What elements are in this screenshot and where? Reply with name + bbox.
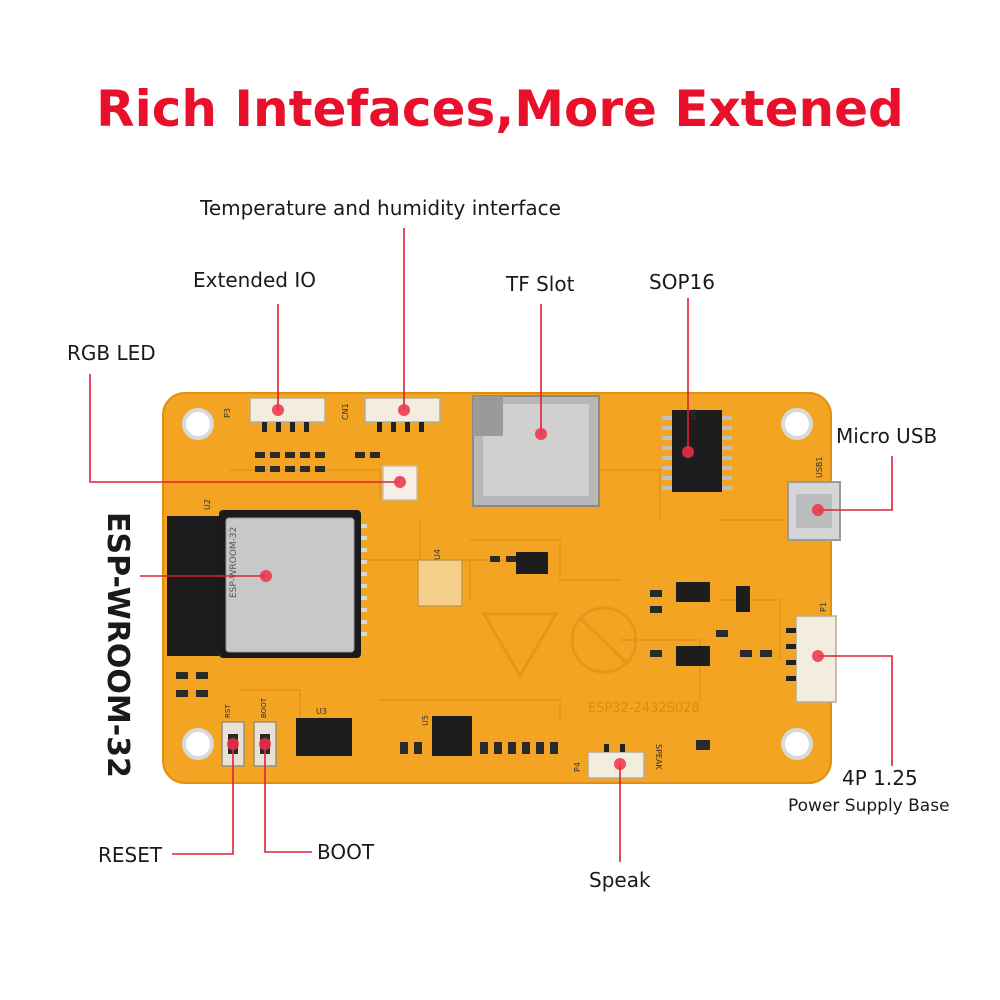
board-version-silkscreen: ESP32-2432S028 (588, 701, 700, 716)
rst-silkscreen: RST (224, 704, 232, 718)
mounting-holes (182, 408, 813, 760)
usb1-silkscreen: USB1 (815, 456, 824, 478)
certification-marks (481, 606, 638, 679)
u5-chip (432, 716, 472, 756)
u5-silkscreen: U5 (421, 715, 430, 726)
module-model-silkscreen: ESP-WROOM-32 (229, 527, 239, 598)
u3-silkscreen: U3 (316, 707, 327, 716)
pcb-board: ESP32-2432S028 P3 CN1 U2 U3 U4 U5 U6 USB… (162, 392, 841, 784)
label-boot: BOOT (317, 840, 375, 864)
label-esp-module: ESP-WROOM-32 (100, 512, 135, 778)
u2-silkscreen: U2 (203, 499, 212, 510)
headline-title: Rich Intefaces,More Extened (96, 80, 904, 138)
label-tf-slot: TF Slot (506, 272, 575, 296)
u4-silkscreen: U4 (433, 549, 442, 560)
label-power-supply-subtitle: Power Supply Base (788, 796, 950, 816)
boot-silkscreen: BOOT (260, 697, 268, 718)
u6-silkscreen: U6 (689, 409, 698, 420)
p1-silkscreen: P1 (819, 602, 828, 612)
label-temperature-humidity: Temperature and humidity interface (200, 196, 561, 220)
callout-dots (227, 404, 824, 770)
speak-silkscreen: SPEAK (654, 744, 663, 770)
p4-silkscreen: P4 (573, 762, 582, 772)
callout-lines (89, 228, 893, 862)
micro-usb-port (787, 481, 841, 541)
label-speak: Speak (589, 868, 651, 892)
u4-chip (417, 559, 463, 607)
label-sop16: SOP16 (649, 270, 715, 294)
label-extended-io: Extended IO (193, 268, 316, 292)
label-reset: RESET (98, 843, 163, 867)
label-power-supply-title: 4P 1.25 (842, 766, 918, 790)
sop16-chip (662, 410, 732, 492)
label-rgb-led: RGB LED (67, 341, 156, 365)
p3-silkscreen: P3 (223, 408, 232, 418)
esp-wroom-32-module (219, 510, 367, 658)
display-connector (167, 516, 219, 656)
u3-chip (296, 718, 352, 756)
label-micro-usb: Micro USB (836, 424, 938, 448)
extended-io-connector (249, 397, 326, 432)
cn1-silkscreen: CN1 (341, 403, 350, 420)
tf-card-slot (472, 395, 600, 507)
